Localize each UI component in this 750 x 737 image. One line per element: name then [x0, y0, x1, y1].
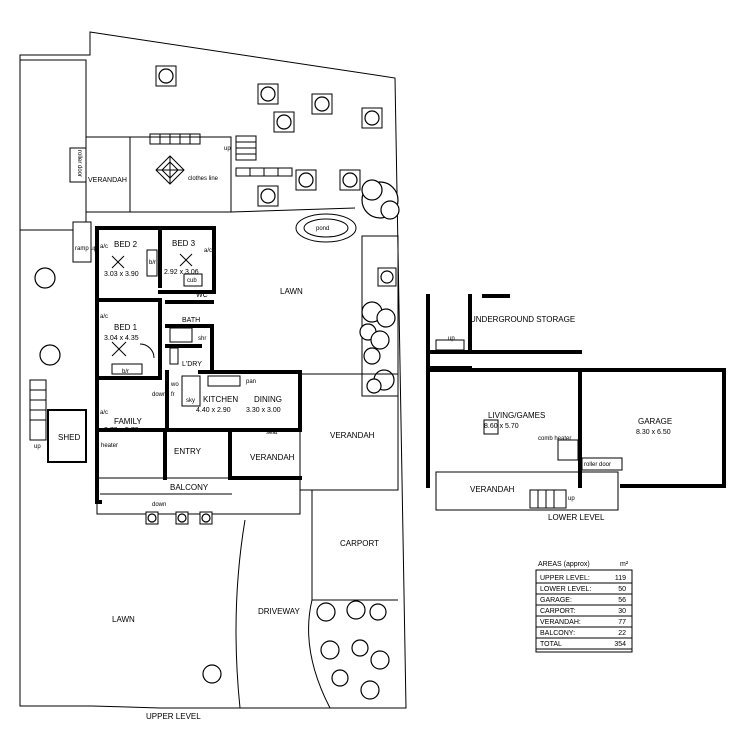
- bath-label: BATH: [182, 317, 200, 324]
- area-row-label: CARPORT:: [540, 608, 575, 615]
- bed1-label: BED 1: [114, 323, 138, 332]
- area-row-label: GARAGE:: [540, 597, 572, 604]
- family-label: FAMILY: [114, 417, 143, 426]
- lawn-bottom-label: LAWN: [112, 615, 135, 624]
- ac-bed2: a/c: [100, 244, 108, 250]
- up-label-top: up: [224, 146, 231, 152]
- area-row-label: UPPER LEVEL:: [540, 575, 590, 582]
- cub-label: cub: [187, 278, 197, 284]
- clothes-line-label: clothes line: [188, 176, 219, 182]
- pan-label: pan: [246, 379, 256, 385]
- bed2-size: 3.03 x 3.90: [104, 271, 139, 278]
- roller-door-lower: roller door: [584, 462, 611, 468]
- verandah-right-label: VERANDAH: [330, 431, 375, 440]
- area-row-label: VERANDAH:: [540, 619, 581, 626]
- roller-door-box: [69, 147, 87, 183]
- ac-bed1: a/c: [100, 314, 108, 320]
- fr-label: fr: [171, 392, 175, 398]
- kitchen-size: 4.40 x 2.90: [196, 407, 231, 414]
- dining-label: DINING: [254, 395, 282, 404]
- ldry-label: L'DRY: [182, 361, 202, 368]
- lawn-top-label: LAWN: [280, 287, 303, 296]
- pond: [295, 213, 357, 243]
- family-size: 3.70 x 5.70: [104, 427, 139, 434]
- roller-door-label: roller door: [76, 150, 82, 177]
- verandah-lower-label: VERANDAH: [470, 485, 515, 494]
- areas-unit: m²: [620, 561, 629, 568]
- up-label-lower: up: [568, 496, 575, 502]
- left-outbuilding: [19, 59, 87, 231]
- blr-bed2: b/r: [149, 260, 156, 266]
- garage-label: GARAGE: [638, 417, 672, 426]
- storage-label: UNDERGROUND STORAGE: [470, 315, 575, 324]
- up-label-shed: up: [34, 444, 41, 450]
- wc-label: WC: [196, 292, 208, 299]
- bed3-size: 2.92 x 3.06: [164, 269, 199, 276]
- area-row-value: 30: [618, 608, 626, 615]
- area-row-label: BALCONY:: [540, 630, 575, 637]
- up-label-storage: up: [448, 336, 455, 342]
- trees-bottom: [316, 600, 390, 700]
- upper-level-title: UPPER LEVEL: [146, 712, 201, 721]
- verandah-small-label: VERANDAH: [250, 453, 295, 462]
- down-label-balcony: down: [152, 502, 166, 508]
- trees-right: [359, 267, 397, 394]
- driveway-label: DRIVEWAY: [258, 607, 300, 616]
- wo-label: wo: [170, 382, 179, 388]
- garage-size: 8.30 x 6.50: [636, 429, 671, 436]
- area-row-label: LOWER LEVEL:: [540, 586, 591, 593]
- ac-family: a/c: [100, 410, 108, 416]
- site-boundary: [19, 31, 407, 709]
- living-size: 8.60 x 5.70: [484, 423, 519, 430]
- down-label-kitchen: down: [152, 392, 166, 398]
- sky-label: sky: [186, 398, 195, 404]
- verandah-top-label: VERANDAH: [88, 177, 127, 184]
- ac-bed3: a/c: [204, 248, 212, 254]
- trees-top: [155, 65, 400, 220]
- shed-label: SHED: [58, 433, 80, 442]
- entry-label: ENTRY: [174, 447, 202, 456]
- area-row-value: 22: [618, 630, 626, 637]
- ramp-up-label: ramp up: [75, 246, 98, 252]
- shr-label: shr: [198, 336, 206, 342]
- verandah-top-area: [85, 136, 232, 213]
- comb-heater-label: comb heater: [538, 436, 571, 442]
- lower-level-walls: [426, 294, 726, 488]
- kitchen-label: KITCHEN: [203, 395, 238, 404]
- area-row-value: 50: [618, 586, 626, 593]
- area-row-value: 77: [618, 619, 626, 626]
- pond-label: pond: [316, 226, 329, 232]
- dining-size: 3.30 x 3.00: [246, 407, 281, 414]
- carport-label: CARPORT: [340, 539, 379, 548]
- bed2-label: BED 2: [114, 240, 138, 249]
- bed1-size: 3.04 x 4.35: [104, 335, 139, 342]
- blr-bed1: b/r: [122, 369, 129, 375]
- areas-title: AREAS (approx): [538, 561, 590, 568]
- heater-label: heater: [101, 443, 118, 449]
- bed3-label: BED 3: [172, 239, 196, 248]
- area-row-label: TOTAL: [540, 641, 562, 648]
- lower-level-title: LOWER LEVEL: [548, 513, 605, 522]
- area-row-value: 119: [615, 575, 626, 582]
- living-label: LIVING/GAMES: [488, 411, 545, 420]
- area-row-value: 354: [614, 641, 626, 648]
- area-row-value: 56: [618, 597, 626, 604]
- balcony-label: BALCONY: [170, 483, 209, 492]
- seat-label: seat: [266, 430, 278, 436]
